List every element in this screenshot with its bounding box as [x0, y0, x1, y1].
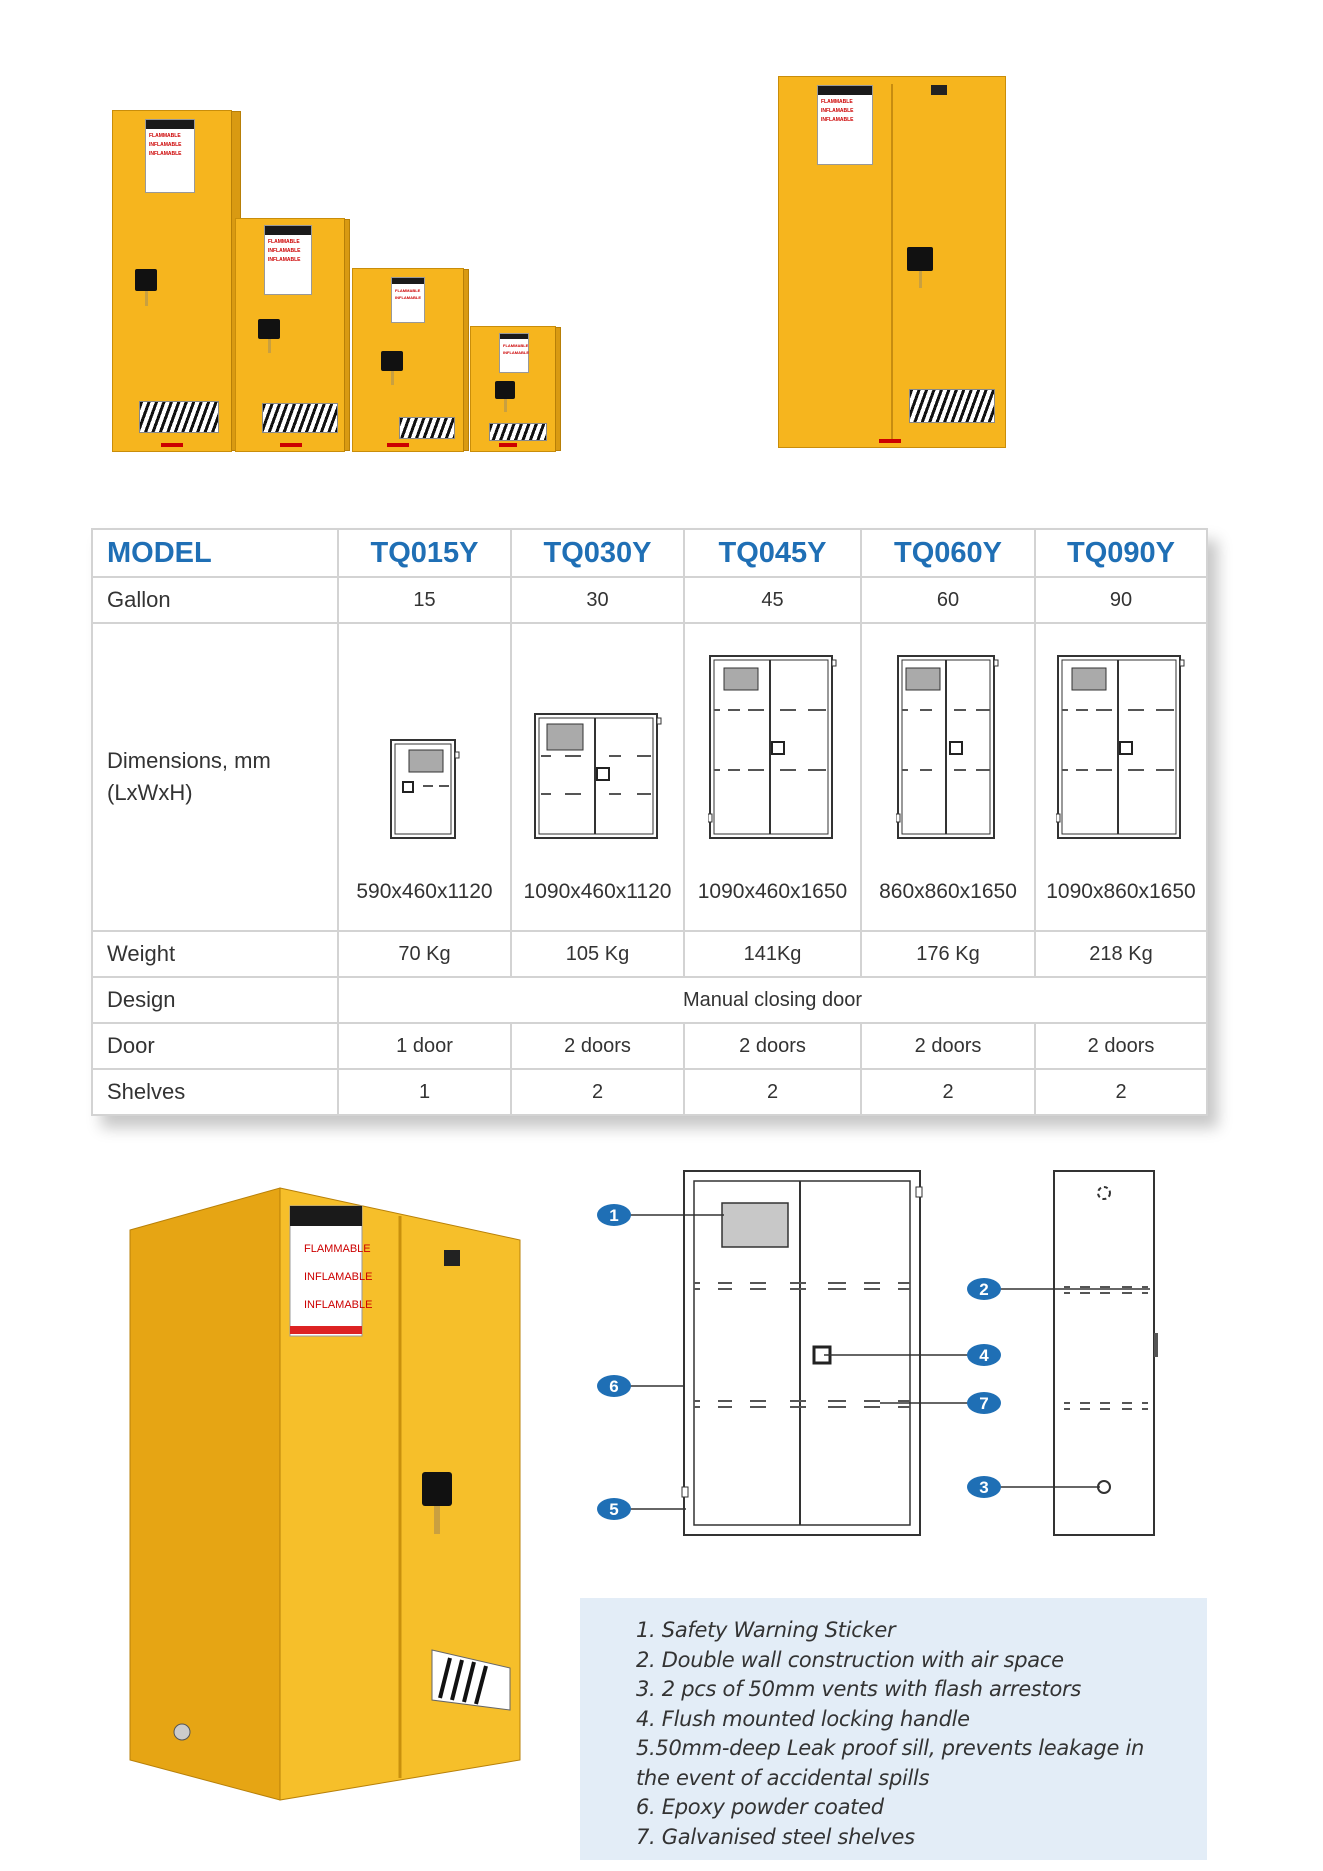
cabinet-2door-tall-drawing	[707, 655, 836, 839]
cabinet-technical-diagram: 1 6 5 2 4 7 3	[597, 1170, 1158, 1536]
table-row-weight: Weight 70 Kg 105 Kg 141Kg 176 Kg 218 Kg	[91, 930, 1208, 978]
table-row-shelves: Shelves 1 2 2 2 2	[91, 1068, 1208, 1116]
feature-item: the event of accidental spills	[636, 1765, 930, 1790]
feature-item: 2. Double wall construction with air spa…	[636, 1647, 1064, 1672]
svg-text:FLAMMABLE: FLAMMABLE	[304, 1243, 371, 1255]
model-tq030y: TQ030Y	[510, 528, 685, 578]
spec-table: MODEL TQ015Y TQ030Y TQ045Y TQ060Y TQ090Y…	[91, 528, 1208, 1116]
model-tq060y: TQ060Y	[860, 528, 1036, 578]
features-list: 1. Safety Warning Sticker 2. Double wall…	[580, 1598, 1207, 1860]
lock-handle-icon	[907, 247, 933, 288]
model-header: MODEL	[91, 528, 339, 578]
cabinet-tq045y-image: FLAMMABLE INFLAMABLE INFLAMABLE	[112, 110, 241, 452]
svg-text:1: 1	[609, 1206, 618, 1225]
svg-text:INFLAMABLE: INFLAMABLE	[304, 1299, 372, 1311]
feature-item: 7. Galvanised steel shelves	[636, 1824, 915, 1849]
svg-text:INFLAMABLE: INFLAMABLE	[304, 1271, 372, 1283]
svg-text:2: 2	[979, 1280, 988, 1299]
callout-7: 7	[967, 1392, 1001, 1414]
table-header-row: MODEL TQ015Y TQ030Y TQ045Y TQ060Y TQ090Y	[91, 528, 1208, 578]
table-row-dimensions: Dimensions, mm (LxWxH) 590x460x1120	[91, 622, 1208, 932]
feature-item: 5.50mm-deep Leak proof sill, prevents le…	[636, 1736, 1144, 1760]
cabinet-2door-wide-drawing	[1056, 655, 1185, 839]
table-row-design: Design Manual closing door	[91, 976, 1208, 1024]
callout-3: 3	[967, 1476, 1001, 1498]
table-row-gallon: Gallon 15 30 45 60 90	[91, 576, 1208, 624]
cabinet-1door-small-drawing	[389, 739, 459, 839]
vent-icon	[173, 1723, 191, 1741]
svg-text:5: 5	[609, 1500, 618, 1519]
cabinet-2door-small-drawing	[533, 713, 661, 839]
callout-4: 4	[967, 1344, 1001, 1366]
model-tq015y: TQ015Y	[337, 528, 512, 578]
cabinet-family-photo: FLAMMABLE INFLAMABLE INFLAMABLE FLAMMABL…	[100, 100, 570, 460]
callout-2: 2	[967, 1278, 1001, 1300]
callout-1: 1	[597, 1204, 631, 1226]
feature-item: 3. 2 pcs of 50mm vents with flash arrest…	[636, 1677, 1081, 1701]
svg-text:6: 6	[609, 1377, 618, 1396]
lock-handle-icon	[258, 319, 280, 353]
cabinet-tq060y-image: FLAMMABLE INFLAMABLE INFLAMABLE	[778, 76, 1006, 448]
cabinet-tq012y-image: FLAMMABLE INFLAMABLE	[470, 326, 561, 452]
cabinet-tq015y-image: FLAMMABLE INFLAMABLE	[352, 268, 469, 452]
cabinet-2door-narrow-drawing	[896, 655, 999, 839]
callout-5: 5	[597, 1498, 631, 1520]
lock-handle-icon	[135, 269, 157, 307]
svg-text:3: 3	[979, 1478, 988, 1497]
lock-handle-icon	[422, 1472, 452, 1506]
table-row-door: Door 1 door 2 doors 2 doors 2 doors 2 do…	[91, 1022, 1208, 1070]
model-tq045y: TQ045Y	[683, 528, 862, 578]
lock-handle-icon	[381, 351, 403, 385]
svg-text:4: 4	[979, 1346, 989, 1365]
cabinet-3d-photo: FLAMMABLE INFLAMABLE INFLAMABLE	[129, 1187, 521, 1801]
callout-6: 6	[597, 1375, 631, 1397]
feature-item: 6. Epoxy powder coated	[636, 1795, 884, 1819]
model-tq090y: TQ090Y	[1034, 528, 1208, 578]
svg-text:7: 7	[979, 1394, 988, 1413]
lock-handle-icon	[495, 381, 515, 412]
cabinet-tq030y-image: FLAMMABLE INFLAMABLE INFLAMABLE	[235, 218, 350, 452]
feature-item: 1. Safety Warning Sticker	[636, 1618, 896, 1642]
feature-item: 4. Flush mounted locking handle	[636, 1706, 970, 1731]
